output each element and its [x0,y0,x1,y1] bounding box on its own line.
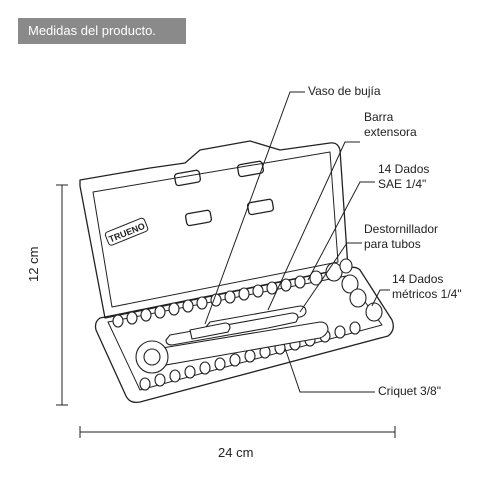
section-banner-title: Medidas del producto. [28,23,156,38]
callout-spark-plug-socket: Vaso de bujía [308,84,381,98]
case-lid-inner [92,151,339,308]
leader-screwdriver [299,242,362,313]
dimension-width-label: 24 cm [218,445,254,460]
leader-extension-bar [267,141,360,311]
lid-slot [173,169,202,187]
callout-extension-bar-line2: extensora [364,125,417,139]
case-lid [79,140,349,319]
callout-screwdriver: Destornillador para tubos [364,222,438,252]
case-base-inner [107,275,383,391]
callout-metric-sockets: 14 Dados métricos 1/4" [392,272,462,302]
section-banner: Medidas del producto. [18,18,186,44]
lid-slot [246,198,275,216]
callout-sae-sockets-line1: 14 Dados [378,162,430,176]
callout-metric-sockets-line2: métricos 1/4" [392,287,462,301]
callout-sae-sockets-line2: SAE 1/4" [378,177,427,191]
lid-slot [184,209,213,227]
socket-row-top [112,270,323,328]
dimension-height-label: 12 cm [26,246,41,282]
callout-screwdriver-line2: para tubos [364,237,421,251]
ratchet [135,321,329,374]
leader-ratchet [284,347,375,393]
callout-extension-bar: Barra extensora [364,110,417,140]
trueno-logo: TRUENO [104,217,149,246]
leader-sae-sockets [307,181,375,281]
callout-metric-sockets-line1: 14 Dados [392,272,444,286]
callout-screwdriver-line1: Destornillador [364,222,439,236]
leader-metric-sockets [371,289,390,307]
spark-plug-socket [189,322,231,340]
callout-sae-sockets: 14 Dados SAE 1/4" [378,162,429,192]
case-base [94,266,394,404]
leader-spark-plug [204,91,305,325]
callout-extension-bar-line1: Barra [364,110,394,124]
socket-row-bottom [139,321,361,391]
callout-ratchet: Criquet 3/8" [378,384,441,398]
socket-group-right [325,258,383,322]
